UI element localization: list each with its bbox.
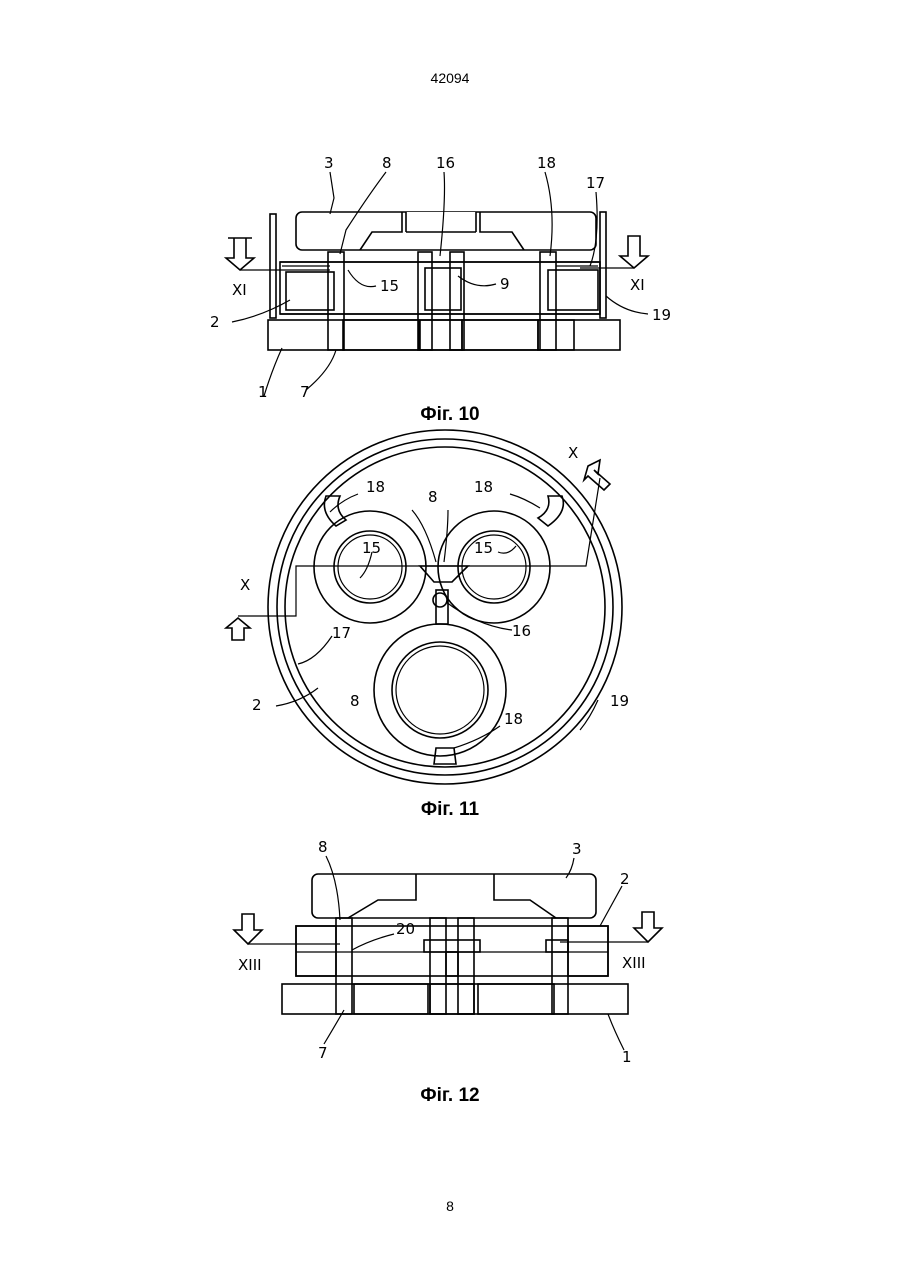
fig10-label-1: 1 <box>258 383 268 401</box>
figure-12-caption: Фіг. 12 <box>0 1085 900 1107</box>
figure-10-drawing: 3 8 16 18 17 15 9 2 19 1 7 XI XI <box>0 0 900 440</box>
figure-11-drawing: 18 18 8 15 15 16 17 2 8 18 19 X X <box>0 430 900 810</box>
fig10-label-2: 2 <box>210 313 220 331</box>
page-number: 8 <box>0 1198 900 1214</box>
fig11-label-19: 19 <box>610 692 629 710</box>
fig10-label-8: 8 <box>382 154 392 172</box>
fig12-label-20: 20 <box>396 920 415 938</box>
fig12-section-xiii-left: XIII <box>238 956 262 974</box>
fig10-label-17: 17 <box>586 174 605 192</box>
fig10-label-3: 3 <box>324 154 334 172</box>
fig11-label-18-left: 18 <box>366 478 385 496</box>
fig11-label-18-bottom: 18 <box>504 710 523 728</box>
fig12-label-3: 3 <box>572 840 582 858</box>
fig10-section-xi-right: XI <box>630 276 645 294</box>
fig11-label-15-right: 15 <box>474 539 493 557</box>
fig10-label-16: 16 <box>436 154 455 172</box>
fig12-section-xiii-right: XIII <box>622 954 646 972</box>
fig11-section-x-top: X <box>568 444 578 462</box>
fig10-label-19: 19 <box>652 306 671 324</box>
fig12-label-2: 2 <box>620 870 630 888</box>
fig12-label-8: 8 <box>318 838 328 856</box>
fig10-label-7: 7 <box>300 383 310 401</box>
fig12-label-1: 1 <box>622 1048 632 1066</box>
fig11-label-17: 17 <box>332 624 351 642</box>
fig11-label-16: 16 <box>512 622 531 640</box>
fig11-label-2: 2 <box>252 696 262 714</box>
fig10-label-15: 15 <box>380 277 399 295</box>
fig11-label-8: 8 <box>350 692 360 710</box>
figure-12-drawing: 8 3 2 20 7 1 XIII XIII <box>0 830 900 1080</box>
fig10-section-xi-left: XI <box>232 281 247 299</box>
figure-10-caption: Фіг. 10 <box>0 404 900 426</box>
fig11-label-18-right: 18 <box>474 478 493 496</box>
fig11-label-15-left: 15 <box>362 539 381 557</box>
fig11-label-8-top: 8 <box>428 488 438 506</box>
fig12-label-7: 7 <box>318 1044 328 1062</box>
figure-11-caption: Фіг. 11 <box>0 799 900 821</box>
fig11-section-x-left: X <box>240 576 250 594</box>
fig10-label-9: 9 <box>500 275 510 293</box>
fig10-label-18: 18 <box>537 154 556 172</box>
